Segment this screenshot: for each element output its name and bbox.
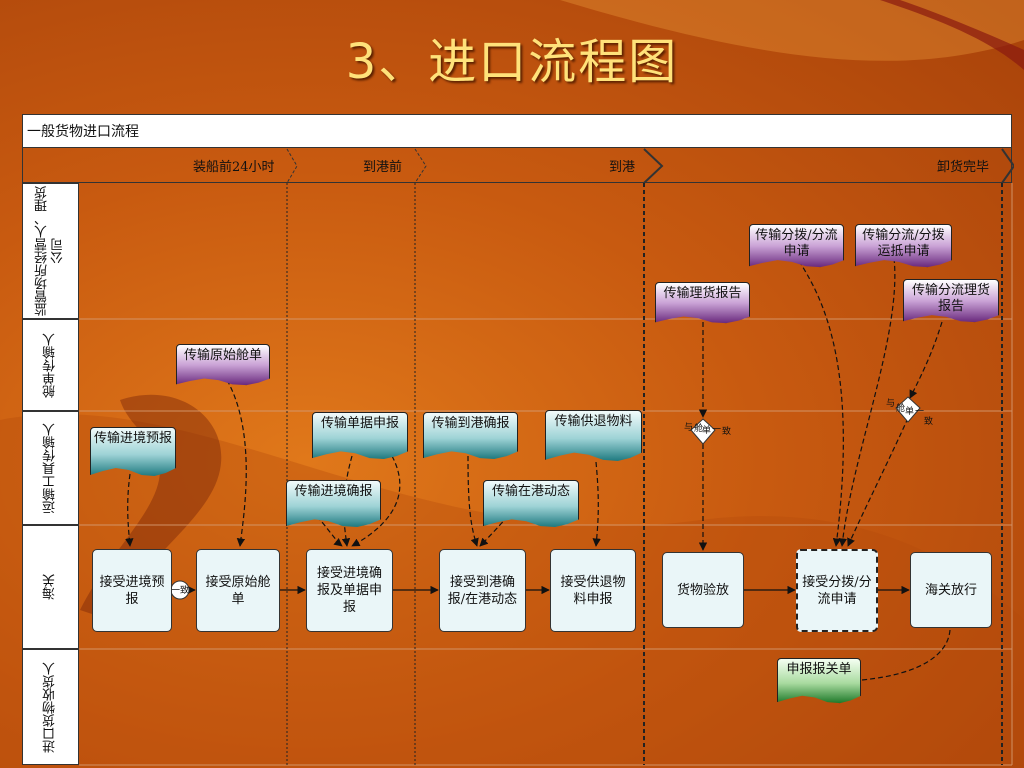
doc-transport-supply-material: 传输供退物料 <box>545 410 642 461</box>
doc-transport-original-manifest: 传输原始舱单 <box>176 344 270 386</box>
phase-dividers <box>286 183 1003 765</box>
consistency-circle-label: 一致 <box>171 584 189 596</box>
diamond-2-char-5: 致 <box>924 415 933 427</box>
doc-transport-tally-report: 传输理货报告 <box>655 282 750 324</box>
consistency-diamond-2: 与 舱 单 一 致 <box>886 396 933 427</box>
flowchart-diagram: 一般货物进口流程 装船前24小时 到港前 到港 卸货完毕 监管场所经营人、理货公… <box>22 114 1014 766</box>
doc-transport-split-offset: 传输分流/分拨运抵申请 <box>855 224 952 268</box>
doc-transport-bill-declare: 传输单据申报 <box>312 412 408 460</box>
doc-declare-customs-bill: 申报报关单 <box>777 658 861 704</box>
doc-transport-entry-confirm: 传输进境确报 <box>286 480 381 528</box>
diamond-2-char-2: 舱 <box>896 402 905 414</box>
lane-label-customs: 海关 <box>22 525 79 649</box>
diamond-1-char-1: 与 <box>684 422 693 433</box>
lane-label-consignee: 进口货物收货人 <box>22 649 79 765</box>
diamond-1-char-4: 一 <box>712 425 721 435</box>
diamond-1-char-3: 单 <box>702 424 711 436</box>
doc-transport-split-tally: 传输分流理货报告 <box>903 279 999 323</box>
page-title: 3、进口流程图 <box>345 34 679 90</box>
lane-label-transport: 运输工具传输人 <box>22 411 79 525</box>
diamond-1-char-5: 致 <box>722 425 731 437</box>
customs-step-split-apply: 接受分拨/分流申请 <box>796 549 878 632</box>
consistency-circle: 一致 <box>170 580 190 600</box>
doc-transport-arrival-confirm: 传输到港确报 <box>423 412 518 460</box>
diagram-header: 一般货物进口流程 <box>22 114 1012 148</box>
phase-row: 装船前24小时 到港前 到港 卸货完毕 <box>22 148 1012 183</box>
doc-transport-entry-prereport: 传输进境预报 <box>90 427 176 476</box>
customs-step-goods-release-check: 货物验放 <box>662 552 744 628</box>
lane-separators <box>79 183 1013 766</box>
customs-step-release: 海关放行 <box>910 552 992 628</box>
flow-connectors: 一致 与 舱 单 一 致 与 舱 单 一 致 <box>79 148 1014 766</box>
doc-transport-port-status: 传输在港动态 <box>483 480 579 528</box>
consistency-diamond-1: 与 舱 单 一 致 <box>684 418 731 445</box>
customs-step-entry-confirm-bill: 接受进境确报及单据申报 <box>306 549 393 632</box>
diamond-2-char-1: 与 <box>886 398 895 409</box>
doc-transport-split-apply: 传输分拨/分流申请 <box>749 224 844 268</box>
customs-step-entry-prereport: 接受进境预报 <box>92 549 172 632</box>
diamond-1-char-2: 舱 <box>694 422 703 434</box>
lane-label-supervision: 监管场所经营人、理货公司 <box>22 183 79 319</box>
lane-label-manifest: 舱单传输人 <box>22 319 79 411</box>
phase-before-loading: 装船前24小时 <box>193 160 275 175</box>
diamond-2-char-3: 单 <box>905 405 914 417</box>
customs-step-original-manifest: 接受原始舱单 <box>196 549 280 632</box>
customs-step-supply-material: 接受供退物料申报 <box>550 549 636 632</box>
customs-step-arrival-confirm: 接受到港确报/在港动态 <box>439 549 526 632</box>
phase-unloading-done: 卸货完毕 <box>937 160 990 175</box>
phase-arrival: 到港 <box>609 160 636 175</box>
phase-before-arrival: 到港前 <box>363 160 403 175</box>
diamond-2-char-4: 一 <box>915 407 924 417</box>
phase-chevrons <box>286 148 1014 184</box>
